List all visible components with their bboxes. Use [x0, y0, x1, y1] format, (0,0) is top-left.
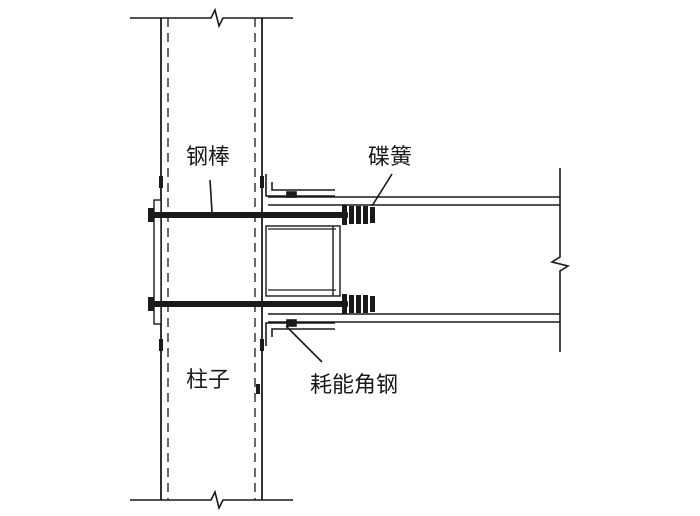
disc-spring-lower — [342, 294, 375, 314]
column-bottom-break-line — [130, 489, 293, 511]
label-column: 柱子 — [186, 368, 230, 393]
steel-rod-lower — [148, 301, 348, 307]
end-plate — [153, 199, 162, 325]
leader-energy-angle — [285, 325, 323, 363]
leader-steel-rod — [209, 179, 213, 213]
label-steel-rod: 钢棒 — [186, 145, 230, 170]
beam-end-break-line — [549, 168, 571, 352]
connection-box — [265, 225, 341, 297]
beam — [268, 168, 571, 352]
column-top-break-line — [130, 7, 293, 29]
column-weld-ticks — [159, 176, 264, 394]
lower-energy-angle — [265, 319, 335, 346]
steel-rod-upper — [148, 212, 348, 218]
upper-energy-angle — [265, 174, 335, 198]
leader-disc-spring — [371, 173, 393, 207]
label-disc-spring: 碟簧 — [368, 145, 412, 170]
leader-lines — [209, 173, 393, 363]
label-energy-angle: 耗能角钢 — [310, 373, 398, 398]
disc-spring-upper — [342, 205, 375, 225]
steel-rods — [148, 208, 348, 311]
